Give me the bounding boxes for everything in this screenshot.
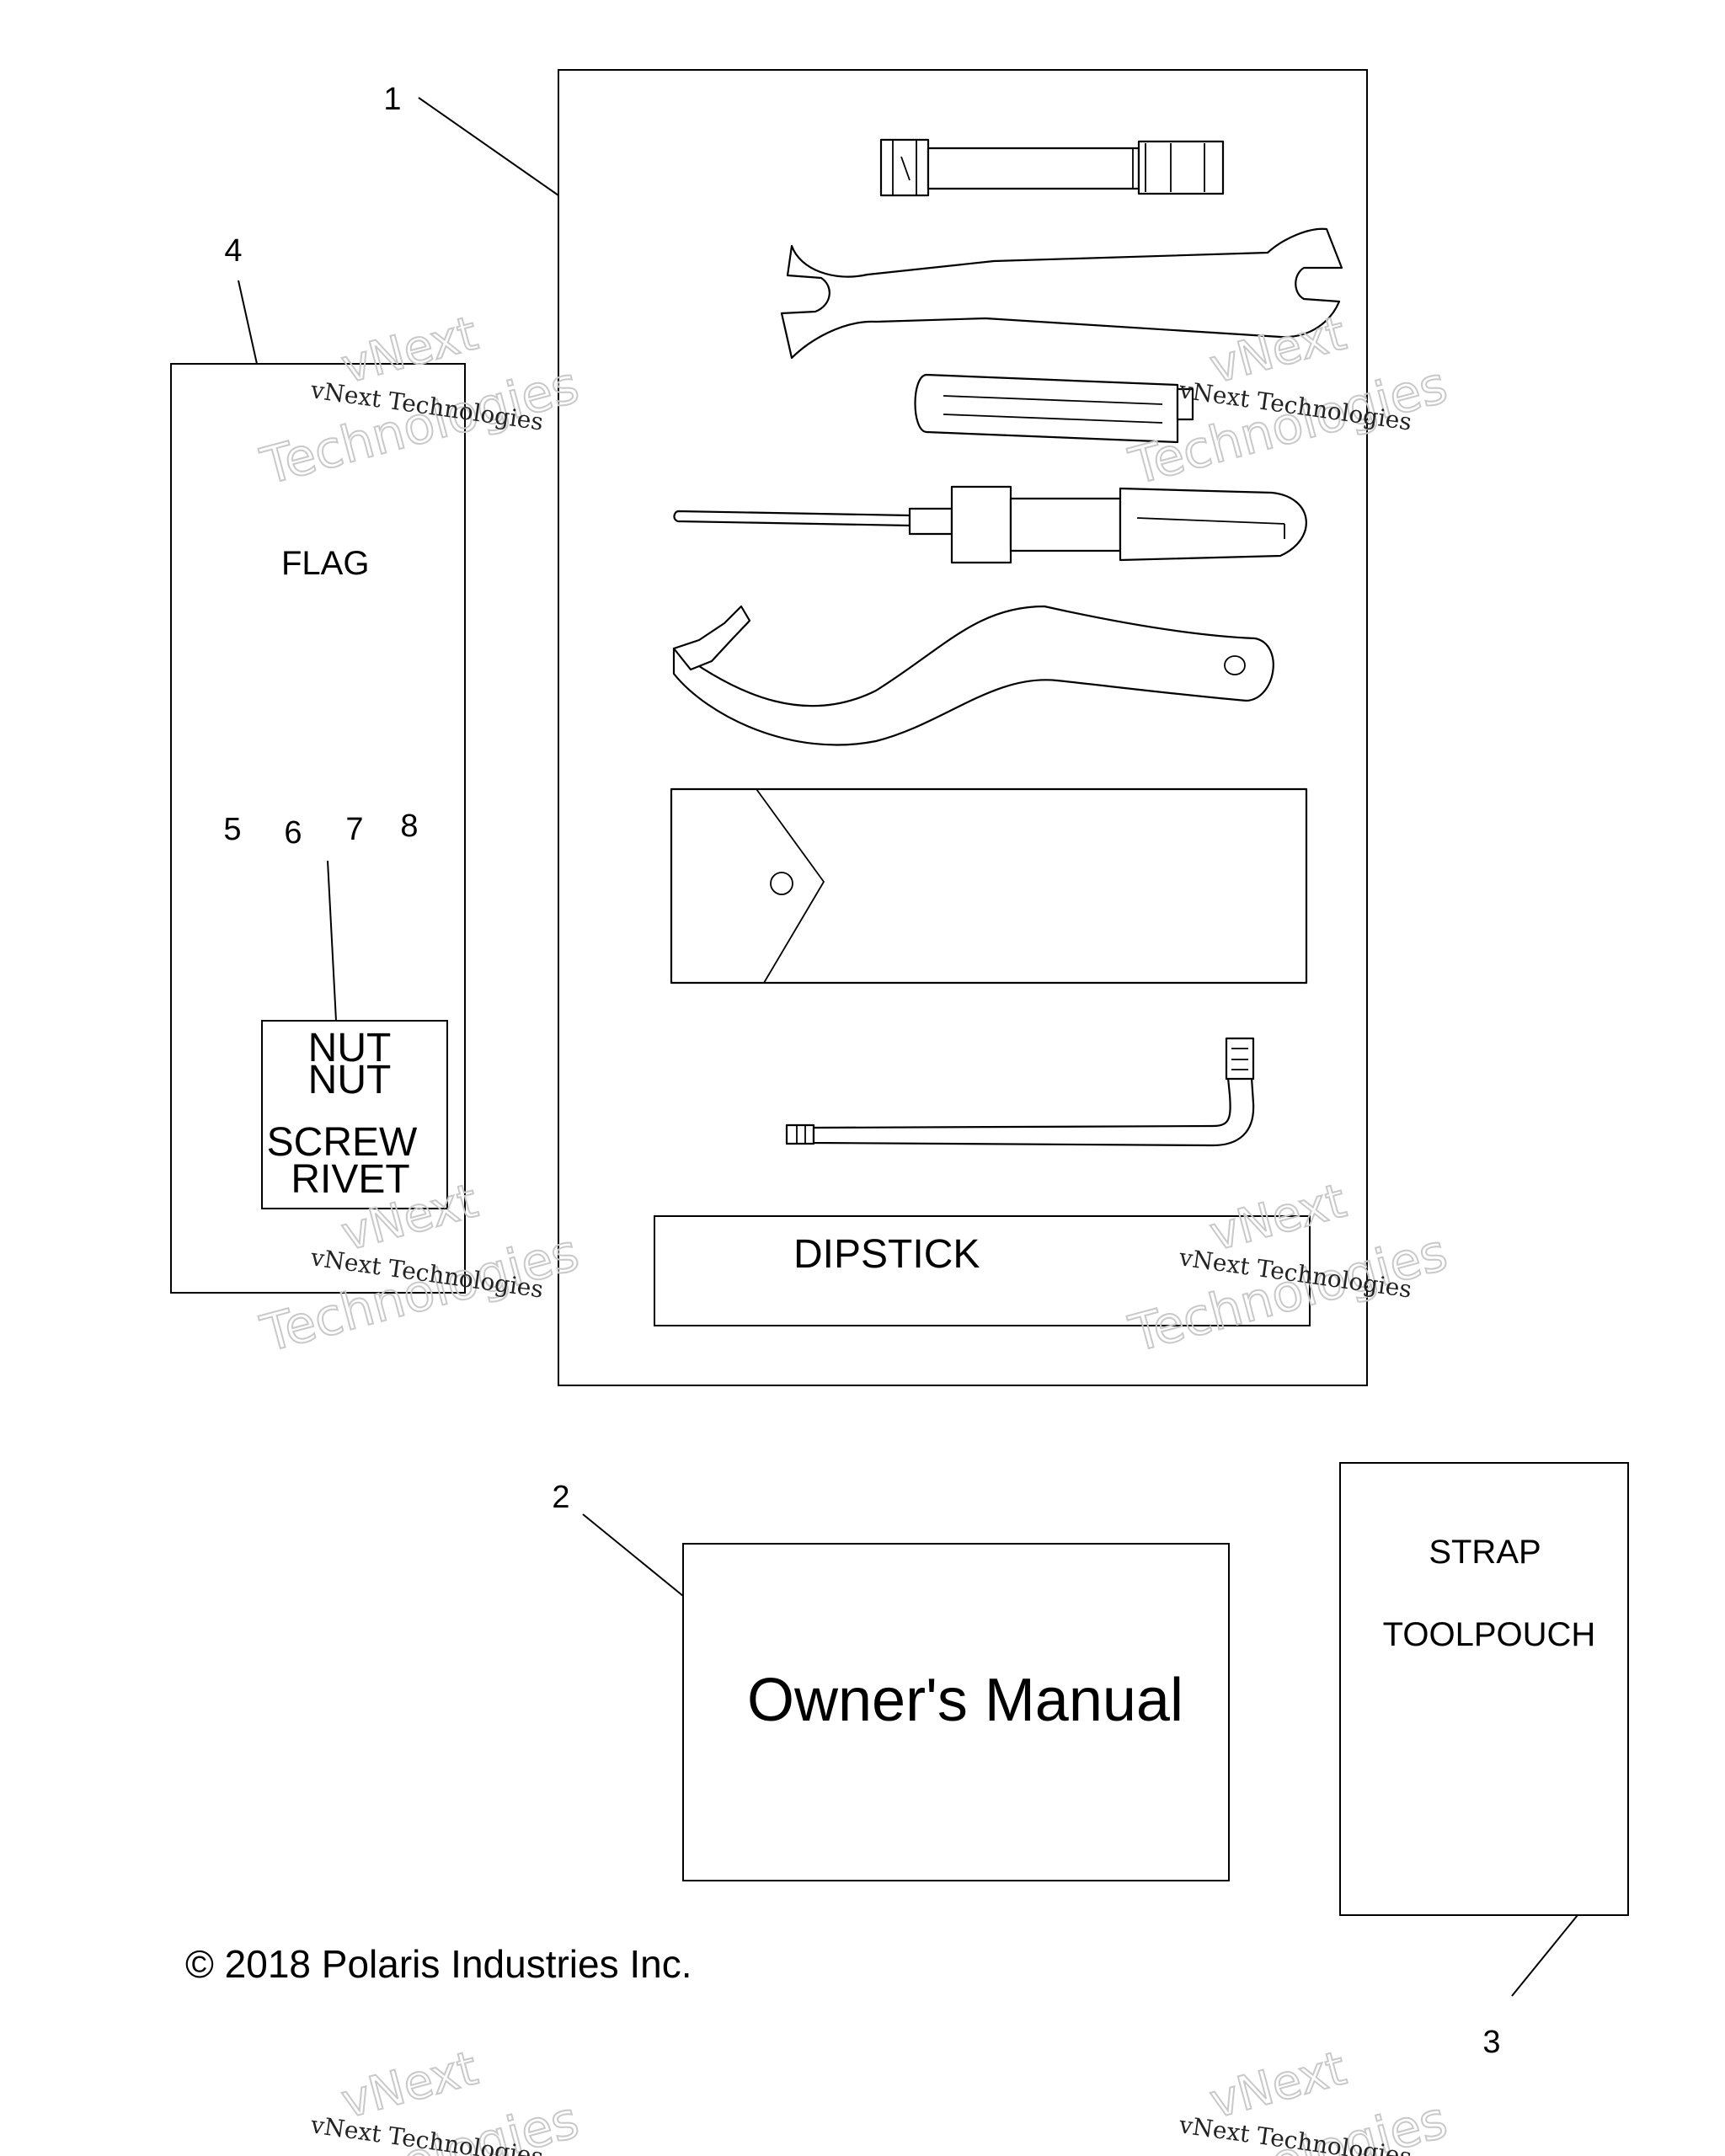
hook-spanner-wrench-icon bbox=[672, 605, 1274, 746]
hardware-label-nut-1: NUT bbox=[308, 1026, 392, 1070]
leader-3 bbox=[1511, 1914, 1578, 1997]
open-end-wrench-icon bbox=[780, 227, 1343, 360]
callout-3: 3 bbox=[1482, 2025, 1500, 2060]
watermark-bottom-left: vNext Technologies vNext Technologies bbox=[254, 2040, 585, 2156]
callout-5: 5 bbox=[223, 812, 241, 847]
copyright-text: © 2018 Polaris Industries Inc. bbox=[185, 1942, 692, 1986]
callout-4: 4 bbox=[224, 233, 242, 269]
owners-manual-box bbox=[682, 1543, 1230, 1881]
hex-key-icon bbox=[785, 1037, 1255, 1147]
screwdriver-handle-icon bbox=[914, 373, 1194, 444]
toolpouch-label: TOOLPOUCH bbox=[1383, 1616, 1596, 1653]
callout-2: 2 bbox=[552, 1480, 569, 1515]
callout-6: 6 bbox=[284, 815, 302, 851]
dipstick-label: DIPSTICK bbox=[793, 1232, 980, 1277]
callout-8: 8 bbox=[400, 808, 418, 844]
flag-panel bbox=[170, 363, 466, 1294]
dipstick-box bbox=[654, 1215, 1311, 1326]
leader-4 bbox=[238, 280, 258, 365]
svg-text:vNext: vNext bbox=[336, 2041, 483, 2129]
hardware-box bbox=[261, 1020, 448, 1209]
socket-tool-icon bbox=[879, 138, 1225, 197]
svg-text:vNext: vNext bbox=[1204, 1173, 1352, 1262]
watermark-mid-right: vNext Technologies vNext Technologies bbox=[1123, 1172, 1454, 1364]
flag-label: FLAG bbox=[281, 545, 369, 582]
owners-manual-label: Owner's Manual bbox=[747, 1667, 1183, 1734]
leader-1 bbox=[418, 97, 559, 196]
strap-label: STRAP bbox=[1429, 1534, 1541, 1571]
tool-envelope-icon bbox=[670, 787, 1308, 985]
hardware-label-screw: SCREW bbox=[267, 1120, 418, 1165]
hardware-label-rivet: RIVET bbox=[291, 1157, 409, 1202]
tool-kit-panel bbox=[558, 69, 1368, 1386]
leader-5-8 bbox=[327, 860, 337, 1022]
strap-toolpouch-box bbox=[1339, 1462, 1629, 1916]
leader-2 bbox=[582, 1513, 684, 1597]
watermark-bottom-right: vNext Technologies vNext Technologies bbox=[1123, 2040, 1454, 2156]
watermark-mid-left: vNext Technologies vNext Technologies bbox=[254, 1172, 585, 1364]
callout-1: 1 bbox=[383, 82, 401, 117]
svg-text:vNext: vNext bbox=[336, 306, 483, 394]
watermark-top-left: vNext Technologies vNext Technologies bbox=[254, 305, 585, 497]
callout-7: 7 bbox=[345, 812, 363, 847]
screwdriver-icon bbox=[673, 485, 1307, 564]
hardware-label-nut-2: NUT bbox=[308, 1058, 392, 1102]
svg-text:vNext: vNext bbox=[1204, 2041, 1352, 2129]
